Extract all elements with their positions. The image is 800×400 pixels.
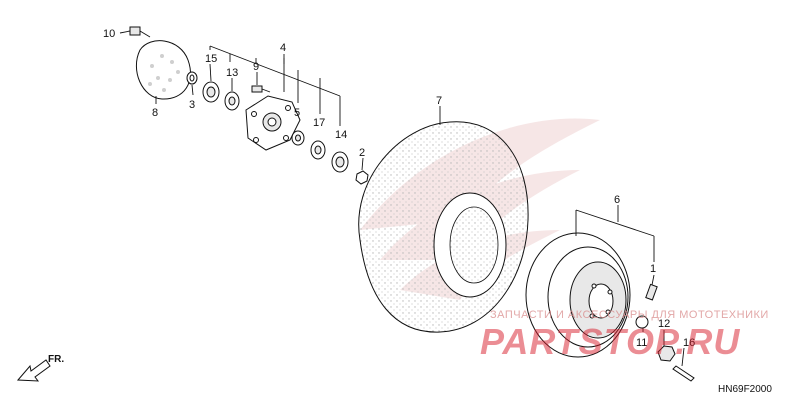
stud-bolt bbox=[251, 85, 271, 93]
oil-seal bbox=[310, 140, 326, 160]
callout-15: 15 bbox=[205, 53, 217, 65]
callout-1: 1 bbox=[650, 263, 656, 275]
bearing-5 bbox=[291, 130, 305, 146]
wheel-nut bbox=[635, 315, 649, 329]
callout-11: 11 bbox=[636, 337, 647, 349]
callout-9: 9 bbox=[253, 61, 259, 73]
washer bbox=[186, 71, 198, 85]
callout-4: 4 bbox=[280, 42, 286, 54]
callout-3: 3 bbox=[189, 99, 195, 111]
callout-6: 6 bbox=[614, 194, 620, 206]
bearing-right bbox=[331, 151, 349, 173]
front-direction-arrow: FR. bbox=[16, 354, 64, 382]
callout-2: 2 bbox=[359, 147, 365, 159]
callout-14: 14 bbox=[335, 129, 347, 141]
callout-8: 8 bbox=[152, 107, 158, 119]
brake-disc bbox=[135, 40, 191, 100]
cotter-pin bbox=[672, 365, 695, 382]
callout-labels: 10 15 13 9 4 5 17 14 3 8 2 7 6 1 11 12 1… bbox=[103, 28, 695, 349]
wheel-rim bbox=[525, 232, 631, 358]
watermark-tagline: ЗАПЧАСТИ И АКСЕССУАРЫ ДЛЯ МОТОТЕХНИКИ bbox=[490, 309, 769, 321]
hub-nut bbox=[355, 170, 369, 185]
spacer-13 bbox=[224, 91, 240, 111]
callout-13: 13 bbox=[226, 67, 238, 79]
disc-bolt bbox=[129, 26, 151, 38]
callout-7: 7 bbox=[436, 95, 442, 107]
leader-lines bbox=[119, 30, 685, 367]
watermark-brand: PARTSTOP.RU bbox=[480, 321, 740, 362]
air-valve bbox=[645, 283, 658, 301]
tire bbox=[358, 121, 529, 333]
bearing-left bbox=[202, 81, 220, 103]
callout-12: 12 bbox=[658, 318, 670, 330]
callout-5: 5 bbox=[294, 107, 300, 119]
direction-label: FR. bbox=[48, 354, 64, 365]
callout-17: 17 bbox=[313, 117, 325, 129]
diagram-code: HN69F2000 bbox=[718, 384, 772, 395]
site-watermark: ЗАПЧАСТИ И АКСЕССУАРЫ ДЛЯ МОТОТЕХНИКИ PA… bbox=[480, 309, 769, 362]
wheel-hub bbox=[245, 95, 301, 151]
callout-16: 16 bbox=[683, 337, 695, 349]
callout-10: 10 bbox=[103, 28, 115, 40]
